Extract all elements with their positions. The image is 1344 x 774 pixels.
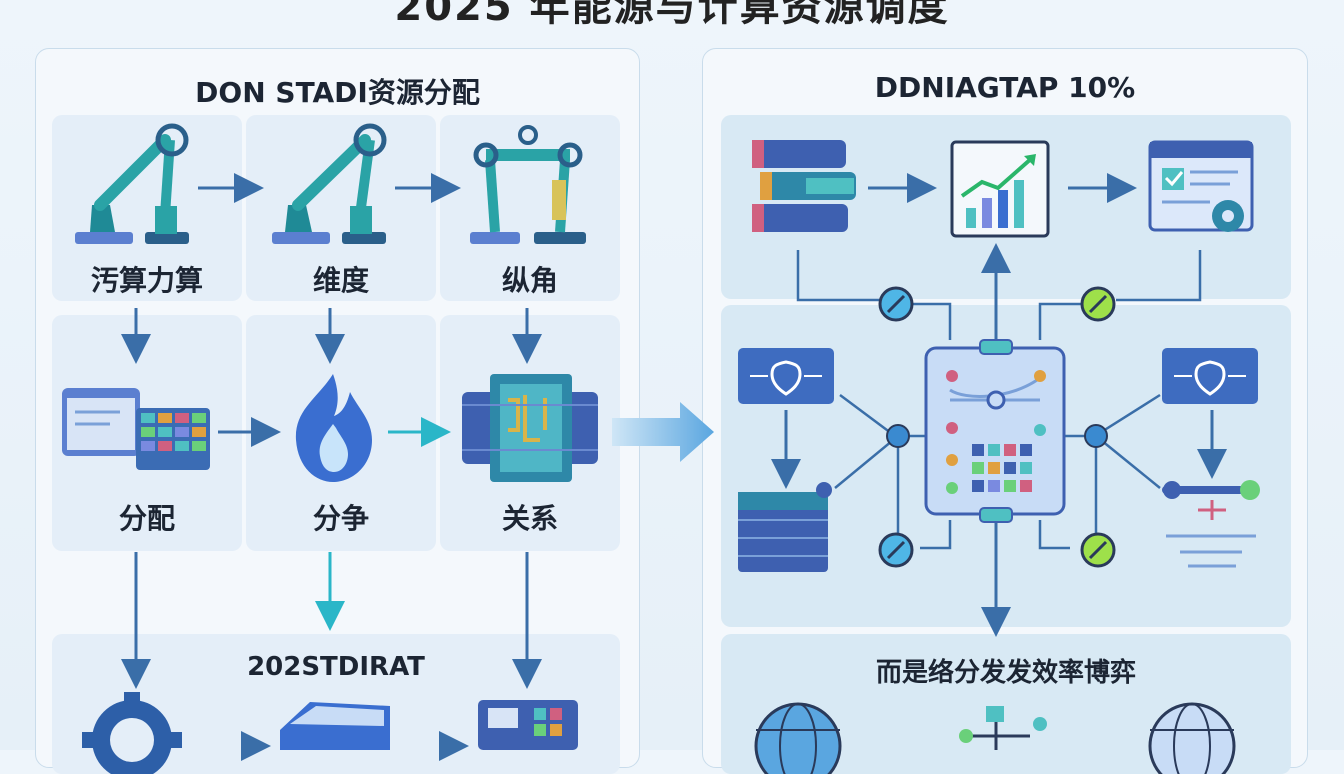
cell-dimension [246, 115, 436, 301]
left-bottom-title: 202STDIRAT [247, 652, 425, 682]
server-box-icon [280, 702, 390, 750]
network-node-icon [1080, 286, 1116, 322]
flame-icon [295, 374, 372, 482]
network-tree-icon [959, 706, 1047, 750]
label-relation: 关系 [501, 502, 558, 535]
cell-compute [52, 115, 242, 301]
cell-angle [440, 115, 620, 301]
chart-icon [950, 140, 1050, 238]
books-icon [752, 140, 856, 232]
right-panel-title: DDNIAGTAP 10% [874, 71, 1136, 104]
network-hub-dot [886, 424, 910, 448]
globe-icon [754, 702, 842, 774]
grid-board-icon [478, 700, 578, 750]
transition-arrow [612, 402, 714, 462]
database-block-icon [738, 482, 832, 572]
diagram-graphics [62, 123, 1260, 774]
network-node-icon [878, 532, 914, 568]
page-title: 2025 年能源与计算资源调度 [394, 0, 950, 30]
shield-panel-icon [1162, 348, 1258, 404]
network-node-icon [878, 286, 914, 322]
robot-gantry-icon [470, 125, 586, 244]
left-panel-title: DON STADI资源分配 [195, 76, 480, 109]
network-hub-dot [1084, 424, 1108, 448]
label-allocate: 分配 [118, 502, 175, 535]
circuit-board-icon [462, 374, 598, 482]
dashboard-icon [62, 388, 210, 470]
settings-window-icon [1148, 140, 1254, 232]
robot-arm-icon [272, 123, 387, 244]
slider-settings-icon [1162, 480, 1260, 568]
network-node-icon [1080, 532, 1116, 568]
right-bottom-title: 而是络分发发效率博弈 [875, 658, 1136, 688]
label-dimension: 维度 [312, 264, 369, 297]
label-angle: 纵角 [501, 264, 558, 297]
shield-panel-icon [738, 348, 834, 404]
robot-arm-icon [75, 123, 189, 244]
label-compute: 汚算力算 [90, 264, 203, 297]
label-compete: 分争 [312, 502, 369, 535]
central-board-icon [924, 339, 1066, 523]
globe-icon [1148, 702, 1236, 774]
